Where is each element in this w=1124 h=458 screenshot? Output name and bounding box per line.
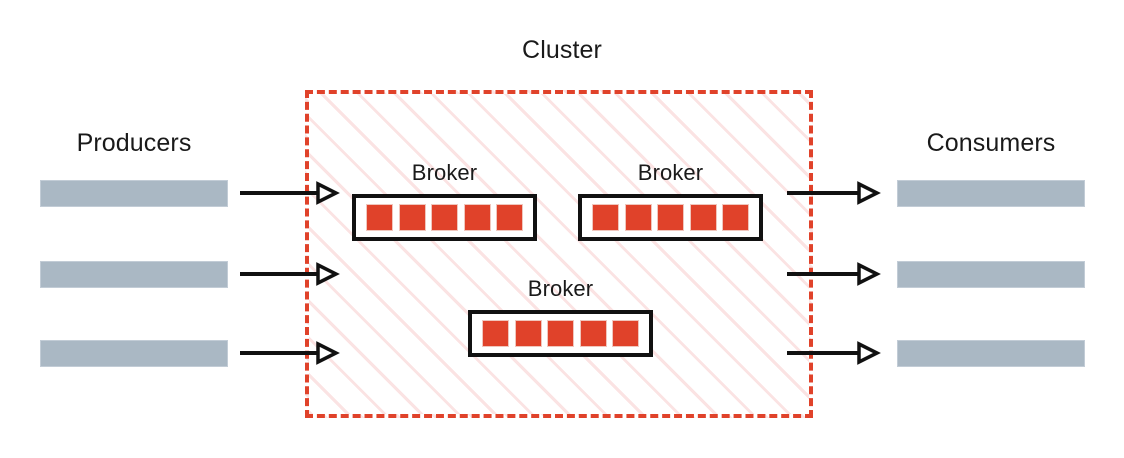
producer-node-1[interactable]: [40, 180, 228, 207]
partition: [612, 320, 639, 347]
broker-3[interactable]: Broker: [468, 276, 653, 357]
arrow-producer-1-to-cluster: [240, 181, 340, 205]
partition: [431, 204, 458, 231]
consumer-node-2[interactable]: [897, 261, 1085, 288]
partition: [657, 204, 684, 231]
arrow-cluster-to-consumer-1: [787, 181, 887, 205]
broker-2-partitions: [578, 194, 763, 241]
broker-3-partitions: [468, 310, 653, 357]
partition: [592, 204, 619, 231]
broker-2-label: Broker: [637, 160, 704, 185]
cluster-region: [305, 90, 813, 418]
cluster-title: Cluster: [522, 36, 602, 64]
partition: [722, 204, 749, 231]
partition: [689, 204, 717, 231]
broker-2[interactable]: Broker: [578, 160, 763, 241]
consumer-node-3[interactable]: [897, 340, 1085, 367]
arrow-producer-3-to-cluster: [240, 341, 340, 365]
producers-title: Producers: [76, 129, 192, 157]
partition: [463, 204, 491, 231]
arrow-producer-2-to-cluster: [240, 262, 340, 286]
consumer-node-1[interactable]: [897, 180, 1085, 207]
arrow-cluster-to-consumer-2: [787, 262, 887, 286]
partition: [482, 320, 509, 347]
consumers-title: Consumers: [926, 129, 1056, 157]
partition: [496, 204, 523, 231]
broker-1-partitions: [352, 194, 537, 241]
partition: [579, 320, 607, 347]
partition: [398, 204, 426, 231]
producer-node-3[interactable]: [40, 340, 228, 367]
broker-1[interactable]: Broker: [352, 160, 537, 241]
partition: [366, 204, 393, 231]
arrow-cluster-to-consumer-3: [787, 341, 887, 365]
partition: [624, 204, 652, 231]
broker-1-label: Broker: [411, 160, 478, 185]
partition: [547, 320, 574, 347]
producer-node-2[interactable]: [40, 261, 228, 288]
partition: [514, 320, 542, 347]
broker-3-label: Broker: [527, 276, 594, 301]
